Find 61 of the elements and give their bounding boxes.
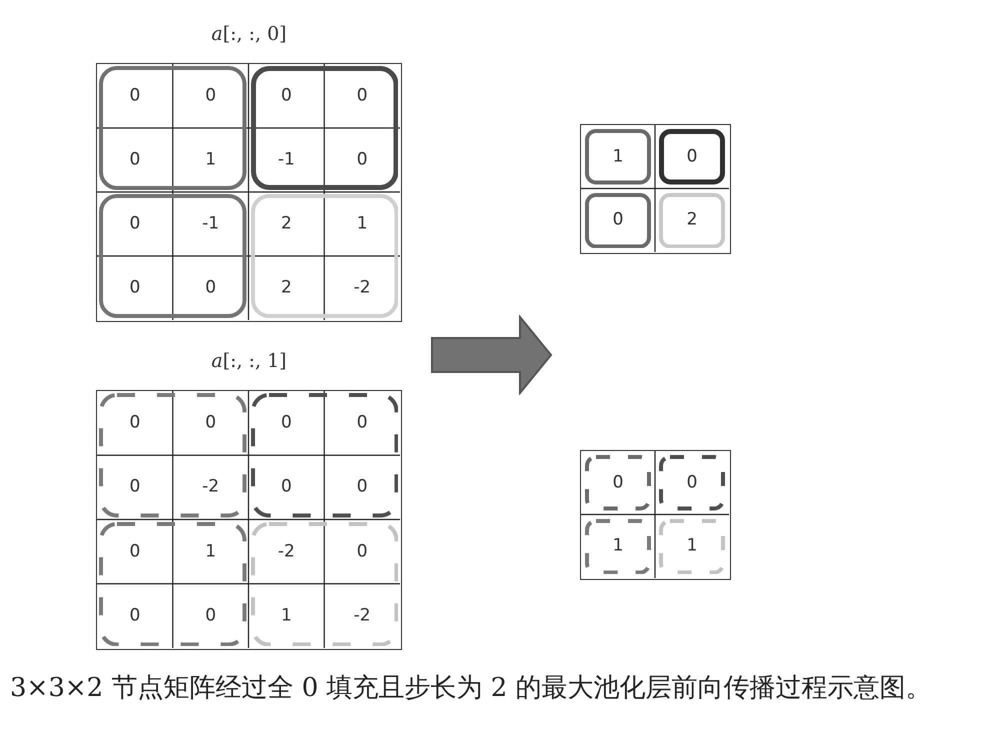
- cell-value: 0: [205, 278, 216, 298]
- cell-value: 1: [205, 542, 216, 561]
- cell-value: 1: [612, 536, 624, 556]
- matrix-grid: [580, 450, 731, 580]
- cell-value: 0: [356, 150, 368, 170]
- cell-value: -2: [354, 278, 371, 298]
- cell-value: 0: [205, 414, 216, 432]
- cell-value: 2: [280, 214, 292, 234]
- cell-value: 0: [129, 606, 140, 626]
- cell-value: -2: [202, 478, 220, 497]
- cell-value: -2: [354, 606, 371, 626]
- matrix-grid: [580, 124, 731, 254]
- pooling-window: [99, 66, 246, 190]
- cell-value: 2: [686, 210, 698, 230]
- pooling-window: [585, 455, 651, 510]
- cell-value: -1: [278, 150, 295, 170]
- cell-value: 0: [356, 86, 368, 106]
- cell-value: 0: [356, 478, 368, 497]
- pooling-window: [99, 393, 246, 518]
- cell-value: 0: [129, 86, 140, 106]
- cell-value: 1: [356, 214, 368, 234]
- pooling-window: [659, 518, 725, 574]
- cell-value: 0: [129, 150, 140, 170]
- pooling-window: [250, 194, 398, 318]
- pooling-window: [659, 129, 725, 184]
- cell-value: 1: [280, 606, 292, 626]
- cell-value: 0: [129, 214, 140, 234]
- pooling-window: [585, 129, 651, 184]
- cell-value: 0: [356, 542, 368, 561]
- cell-value: 0: [129, 542, 140, 561]
- cell-value: 0: [280, 86, 292, 106]
- pooling-window: [585, 192, 651, 248]
- matrix-heading: a[:, :, 0]: [211, 23, 287, 46]
- cell-value: 0: [129, 478, 140, 497]
- pooling-window: [659, 192, 725, 248]
- cell-value: 0: [129, 414, 140, 432]
- pooling-window: [99, 522, 246, 646]
- cell-value: 0: [205, 86, 216, 106]
- pooling-window: [250, 393, 398, 518]
- cell-value: 0: [129, 278, 140, 298]
- pooling-window: [659, 455, 725, 510]
- cell-value: 0: [280, 478, 292, 497]
- pooling-window: [250, 522, 398, 646]
- cell-value: 1: [612, 147, 624, 166]
- cell-value: 1: [686, 536, 698, 556]
- pooling-window: [250, 66, 398, 190]
- cell-value: 1: [205, 150, 216, 170]
- cell-value: -2: [278, 542, 295, 561]
- cell-value: 0: [612, 210, 624, 230]
- cell-value: -1: [202, 214, 220, 234]
- cell-value: 0: [612, 473, 624, 492]
- pooling-window: [99, 194, 246, 318]
- figure-caption: 3×3×2 节点矩阵经过全 0 填充且步长为 2 的最大池化层前向传播过程示意图。: [10, 672, 932, 705]
- cell-value: 0: [205, 606, 216, 626]
- cell-value: 0: [356, 414, 368, 432]
- cell-value: 0: [686, 147, 698, 166]
- pooling-window: [585, 518, 651, 574]
- cell-value: 2: [280, 278, 292, 298]
- matrix-heading: a[:, :, 1]: [211, 350, 287, 373]
- cell-value: 0: [280, 414, 292, 432]
- cell-value: 0: [686, 473, 698, 492]
